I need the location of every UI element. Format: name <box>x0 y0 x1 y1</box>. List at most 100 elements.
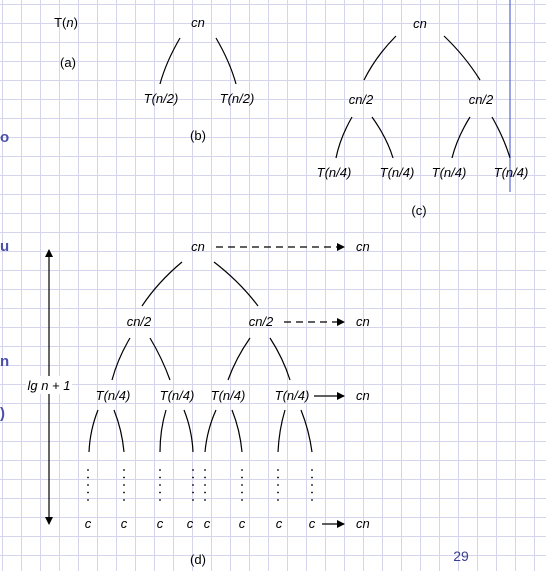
panel-a-caption: (a) <box>60 55 76 70</box>
tree-edge <box>88 409 99 453</box>
ellipsis-dot <box>277 491 279 494</box>
ellipsis-dot <box>311 499 313 501</box>
panel-d-level2-node: T(n/4) <box>160 388 195 403</box>
ellipsis-dot <box>123 499 125 501</box>
ellipsis-dot <box>277 476 279 479</box>
ellipsis-dot <box>277 484 279 486</box>
ellipsis-dot <box>192 484 194 486</box>
ellipsis-columns <box>87 469 313 501</box>
ellipsis-dot <box>123 484 125 486</box>
sidebar-mark: ) <box>0 405 5 422</box>
panel-d-leaf: c <box>309 516 316 531</box>
level-cost: cn <box>356 516 370 531</box>
panel-c-caption: (c) <box>411 203 426 218</box>
ellipsis-dot <box>159 484 161 486</box>
ellipsis-dot <box>204 476 206 479</box>
tree-edge <box>231 409 243 453</box>
panel-b-caption: (b) <box>190 128 206 143</box>
tree-edge <box>443 35 481 81</box>
tree-edge <box>451 116 471 159</box>
tree-edge <box>183 409 194 453</box>
panel-b-child: T(n/2) <box>220 91 255 106</box>
page-number: 29 <box>453 548 469 564</box>
sidebar-mark: n <box>0 353 9 370</box>
panel-c-level2-node: T(n/4) <box>317 165 352 180</box>
tree-edge <box>363 35 397 81</box>
level-cost: cn <box>356 239 370 254</box>
ellipsis-dot <box>204 469 206 471</box>
ellipsis-dot <box>241 499 243 501</box>
panel-c-level2-node: T(n/4) <box>494 165 529 180</box>
panel-c-root: cn <box>413 16 427 31</box>
ellipsis-dot <box>192 476 194 479</box>
ellipsis-dot <box>192 469 194 471</box>
height-label: lg n + 1 <box>27 378 70 393</box>
ellipsis-dot <box>241 476 243 479</box>
ellipsis-dot <box>159 469 161 471</box>
ellipsis-dot <box>159 499 161 501</box>
tree-edge <box>335 116 353 159</box>
panel-d-level2-node: T(n/4) <box>275 388 310 403</box>
tree-edge <box>491 116 511 159</box>
tree-edge <box>277 409 286 453</box>
tree-edge <box>269 337 291 381</box>
panel-d-leaf: c <box>85 516 92 531</box>
ellipsis-dot <box>159 491 161 494</box>
ellipsis-dot <box>241 484 243 486</box>
ellipsis-dot <box>87 476 89 479</box>
panel-b-child: T(n/2) <box>144 91 179 106</box>
panel-d-leaf: c <box>157 516 164 531</box>
ellipsis-dot <box>311 476 313 479</box>
ellipsis-dot <box>87 484 89 486</box>
tree-edge <box>204 409 217 453</box>
panel-d-root: cn <box>191 239 205 254</box>
panel-d-caption: (d) <box>190 552 206 567</box>
panel-d-level2-node: T(n/4) <box>96 388 131 403</box>
panel-a: T(n) (a) <box>54 15 78 70</box>
panel-d: lg n + 1 cn cn/2 cn/2 T(n/4) T(n/4) T(n/… <box>26 239 370 567</box>
tree-edge <box>111 337 131 381</box>
sidebar-mark: u <box>0 238 9 255</box>
panel-c-level1-node: cn/2 <box>469 92 494 107</box>
tree-edge <box>300 409 313 453</box>
ellipsis-dot <box>204 484 206 486</box>
ellipsis-dot <box>277 469 279 471</box>
ellipsis-dot <box>87 469 89 471</box>
tree-edge <box>141 261 183 307</box>
level-cost: cn <box>356 388 370 403</box>
ellipsis-dot <box>123 476 125 479</box>
sidebar-mark: o <box>0 129 9 146</box>
panel-a-root: T(n) <box>54 15 78 30</box>
panel-d-level1-node: cn/2 <box>249 314 274 329</box>
ellipsis-dot <box>241 491 243 494</box>
ellipsis-dot <box>311 491 313 494</box>
tree-edge <box>159 409 167 453</box>
tree-edge <box>149 337 171 381</box>
tree-edge <box>227 337 251 381</box>
ellipsis-dot <box>123 469 125 471</box>
ellipsis-dot <box>192 491 194 494</box>
tree-edge <box>371 116 394 159</box>
panel-c-level2-node: T(n/4) <box>432 165 467 180</box>
panel-d-level2-node: T(n/4) <box>211 388 246 403</box>
tree-edge <box>113 409 125 453</box>
panel-d-level1-node: cn/2 <box>127 314 152 329</box>
ellipsis-dot <box>311 469 313 471</box>
ellipsis-dot <box>87 491 89 494</box>
ellipsis-dot <box>123 491 125 494</box>
ellipsis-dot <box>241 469 243 471</box>
panel-d-leaf: c <box>239 516 246 531</box>
level-cost: cn <box>356 314 370 329</box>
panel-d-leaf: c <box>276 516 283 531</box>
ellipsis-dot <box>311 484 313 486</box>
tree-edge <box>215 37 237 85</box>
panel-d-leaf: c <box>187 516 194 531</box>
ellipsis-dot <box>87 499 89 501</box>
ellipsis-dot <box>204 491 206 494</box>
ellipsis-dot <box>192 499 194 501</box>
panel-c-level2-node: T(n/4) <box>380 165 415 180</box>
ellipsis-dot <box>277 499 279 501</box>
panel-b-root: cn <box>191 15 205 30</box>
tree-edge <box>213 261 259 307</box>
